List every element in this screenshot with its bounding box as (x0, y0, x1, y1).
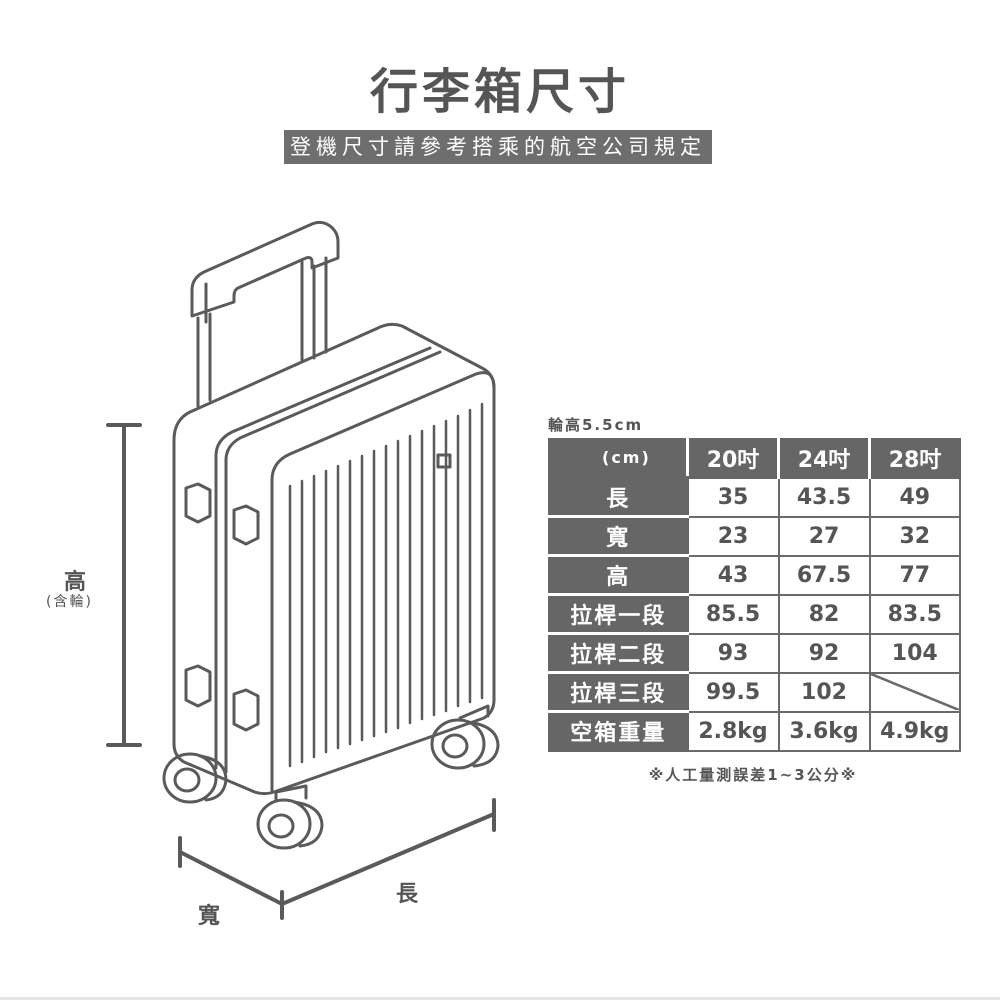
table-cell: 102 (777, 671, 871, 713)
wheel-front-left (256, 784, 324, 850)
telescopic-handle (190, 220, 340, 408)
unit-label: (cm) (602, 448, 651, 467)
table-cell: 27 (777, 515, 871, 557)
table-row: 長 35 43.5 49 (548, 476, 961, 518)
table-cell: 93 (686, 632, 780, 674)
tsa-lock-icon (436, 453, 452, 469)
shell-ribs (288, 402, 484, 768)
wheel-height-note: 輪高5.5cm (548, 416, 644, 434)
table-cell: 104 (868, 632, 961, 674)
page-title: 行李箱尺寸 (369, 64, 630, 120)
row-label: 空箱重量 (548, 710, 689, 752)
row-label: 長 (548, 476, 689, 518)
width-length-dimension-lines (178, 798, 496, 920)
wheel-front-right (430, 704, 500, 770)
table-cell: 83.5 (868, 593, 961, 635)
height-label: 高 (64, 570, 87, 595)
height-dimension-line (106, 423, 142, 747)
row-label: 寬 (548, 515, 689, 557)
diagonal-slash-icon (870, 673, 959, 710)
table-cell: 32 (868, 515, 961, 557)
table-cell: 82 (777, 593, 871, 635)
row-label: 高 (548, 554, 689, 596)
table-cell: 92 (777, 632, 871, 674)
row-label: 拉桿二段 (548, 632, 689, 674)
table-cell: 23 (686, 515, 780, 557)
width-label: 寬 (198, 904, 221, 929)
table-cell: 85.5 (686, 593, 780, 635)
measurement-error-note: ※人工量測誤差1~3公分※ (648, 766, 858, 784)
column-header: 28吋 (868, 438, 961, 479)
table-cell: 35 (686, 476, 780, 518)
table-row: 寬 23 27 32 (548, 515, 961, 557)
table-row: 拉桿二段 93 92 104 (548, 632, 961, 674)
table-cell: 67.5 (777, 554, 871, 596)
table-cell: 43 (686, 554, 780, 596)
table-cell: 77 (868, 554, 961, 596)
table-cell: 99.5 (686, 671, 780, 713)
unit-corner-cell: (cm) (548, 438, 689, 479)
row-label: 拉桿三段 (548, 671, 689, 713)
table-cell: 3.6kg (777, 710, 871, 752)
corner-bumpers (184, 482, 260, 732)
table-header-row: (cm) 20吋 24吋 28吋 (548, 438, 961, 479)
table-row: 拉桿一段 85.5 82 83.5 (548, 593, 961, 635)
boarding-size-notice: 登機尺寸請參考搭乘的航空公司規定 (284, 130, 712, 164)
suitcase-body (172, 322, 496, 796)
column-header: 20吋 (686, 438, 780, 479)
length-label: 長 (396, 882, 419, 907)
table-row: 拉桿三段 99.5 102 (548, 671, 961, 713)
height-sub-label: (含輪) (46, 594, 93, 610)
spinner-wheels (162, 704, 500, 850)
not-applicable-cell (868, 671, 961, 713)
table-row: 空箱重量 2.8kg 3.6kg 4.9kg (548, 710, 961, 752)
table-row: 高 43 67.5 77 (548, 554, 961, 596)
table-cell: 4.9kg (868, 710, 961, 752)
wheel-back-left (162, 752, 228, 804)
row-label: 拉桿一段 (548, 593, 689, 635)
size-spec-table: (cm) 20吋 24吋 28吋 長 35 43.5 49 寬 23 27 32… (548, 438, 961, 752)
column-header: 24吋 (777, 438, 871, 479)
table-cell: 2.8kg (686, 710, 780, 752)
table-cell: 49 (868, 476, 961, 518)
bottom-divider (0, 997, 1000, 1000)
table-cell: 43.5 (777, 476, 871, 518)
